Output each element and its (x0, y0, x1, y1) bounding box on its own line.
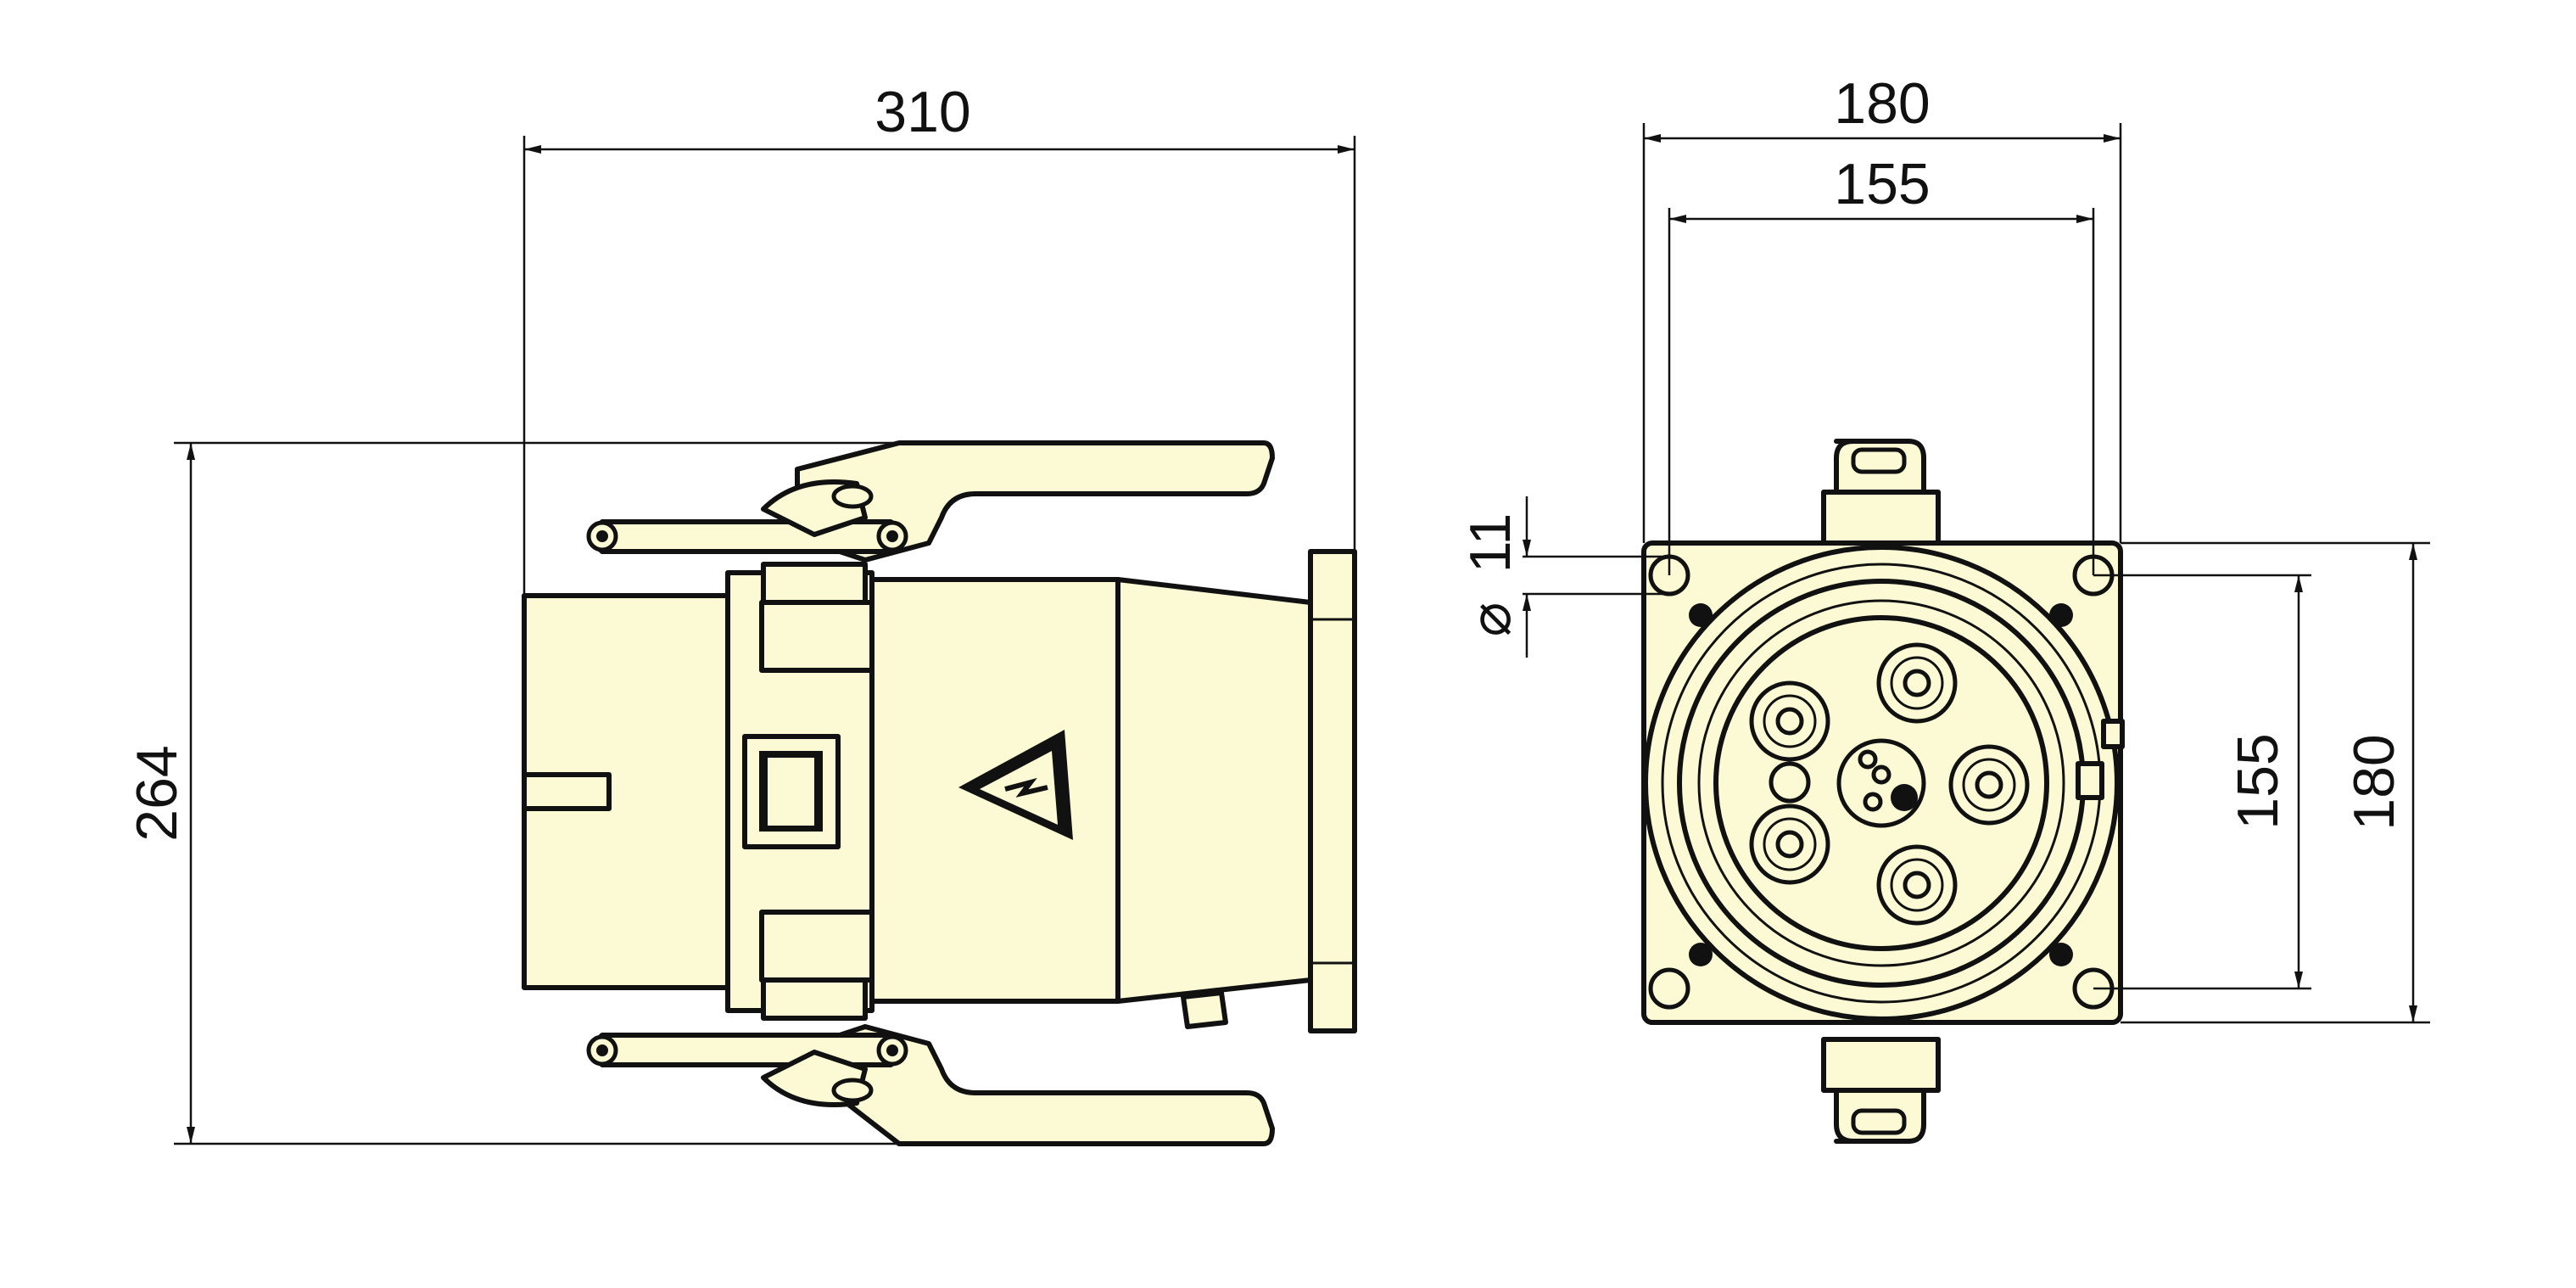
hole-diameter-label: 11 (1458, 513, 1523, 574)
front-inner-width-label: 155 (1834, 152, 1930, 216)
mounting-flange (1308, 549, 1357, 1033)
side-height-label: 264 (125, 745, 189, 841)
side-height-dimension: 264 (125, 441, 899, 1145)
front-outer-height-dimension: 180 (2121, 541, 2430, 1024)
drain-screw (1181, 990, 1228, 1029)
top-handle (795, 440, 1275, 563)
side-view (522, 440, 1357, 1146)
high-voltage-warning-icon (958, 730, 1073, 840)
front-outer-width-label: 180 (1834, 71, 1930, 136)
bottom-lug-slot (831, 1078, 874, 1103)
front-inner-width-dimension: 155 (1668, 152, 2095, 575)
front-inner-height-label: 155 (2226, 733, 2290, 829)
bottom-link-arm (591, 1033, 906, 1067)
plug-key-slot (522, 772, 612, 811)
contact-pins (1749, 642, 2030, 926)
side-width-dimension: 310 (522, 80, 1356, 596)
top-lug-slot (831, 484, 874, 509)
diameter-symbol: ⌀ (1458, 602, 1523, 637)
top-link-arm (591, 519, 906, 554)
mount-hole-bottom-left (1648, 967, 1690, 1010)
front-outer-width-dimension: 180 (1642, 71, 2122, 543)
bottom-handle (795, 1024, 1275, 1146)
tapered-housing (1115, 577, 1313, 1004)
front-outer-height-label: 180 (2342, 734, 2406, 830)
side-width-label: 310 (874, 80, 970, 144)
hole-diameter-dimension: 11 ⌀ (1458, 496, 1669, 658)
front-view (1641, 439, 2125, 1144)
front-inner-height-dimension: 155 (2093, 574, 2311, 990)
